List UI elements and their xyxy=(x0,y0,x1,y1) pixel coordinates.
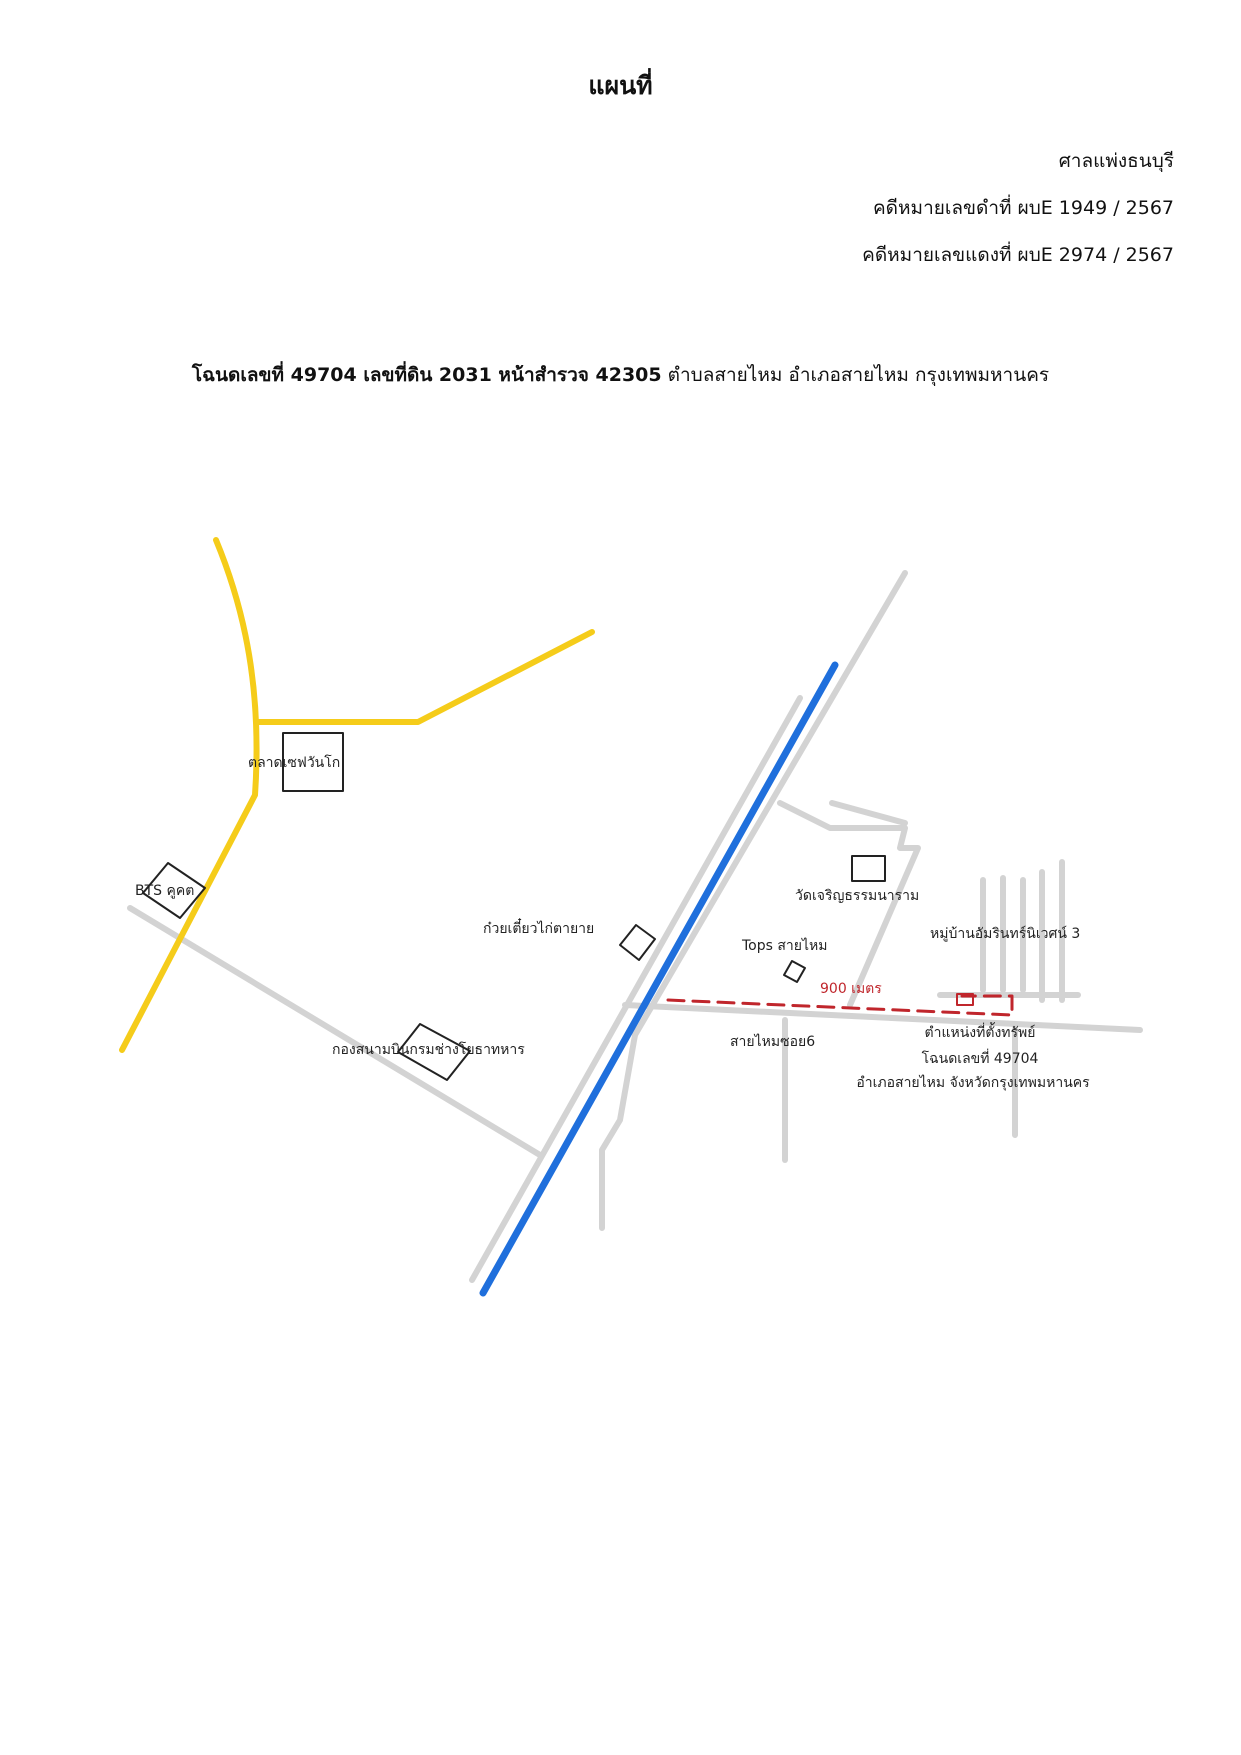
tops-label: Tops สายไหม xyxy=(741,937,827,954)
road-branch-south xyxy=(599,1032,638,1231)
road-west-diagonal xyxy=(127,905,543,1158)
temple-marker xyxy=(851,855,886,882)
road-soi6 xyxy=(622,1002,1143,1033)
deed-description: โฉนดเลขที่ 49704 เลขที่ดิน 2031 หน้าสำรว… xyxy=(0,360,1241,390)
page-title: แผนที่ xyxy=(588,71,653,100)
road-temple-branch xyxy=(829,800,908,826)
village-label: หมู่บ้านอัมรินทร์นิเวศน์ 3 xyxy=(930,925,1080,942)
airforce-label: กองสนามบินกรมช่างโยธาทหาร xyxy=(332,1041,525,1058)
noodle-shop-marker xyxy=(619,924,656,961)
property-deed-label: โฉนดเลขที่ 49704 xyxy=(922,1049,1039,1067)
bts-line xyxy=(479,661,839,1297)
noodle-shop-label: ก๋วยเตี๋ยวไก่ตายาย xyxy=(483,918,594,937)
property-marker xyxy=(956,993,974,1006)
red-case-number: คดีหมายเลขแดงที่ ผบE 2974 / 2567 xyxy=(862,244,1174,266)
bts-station-marker xyxy=(142,862,206,919)
soi6-label: สายไหมซอย6 xyxy=(730,1033,815,1050)
court-info: ศาลแพ่งธนบุรี คดีหมายเลขดำที่ ผบE 1949 /… xyxy=(862,138,1174,279)
distance-label: 900 เมตร xyxy=(820,981,882,997)
distance-route xyxy=(666,994,1014,1017)
deed-location-part: ตำบลสายไหม อำเภอสายไหม กรุงเทพมหานคร xyxy=(661,364,1050,386)
tops-marker xyxy=(783,960,806,983)
deed-bold-part: โฉนดเลขที่ 49704 เลขที่ดิน 2031 หน้าสำรว… xyxy=(191,364,662,386)
temple-label: วัดเจริญธรรมนาราม xyxy=(795,888,919,904)
black-case-number: คดีหมายเลขดำที่ ผบE 1949 / 2567 xyxy=(872,197,1174,219)
road-main-gray-2 xyxy=(632,570,908,1038)
market-label: ตลาดเซฟวันโก xyxy=(248,754,340,771)
expressway-north-curve xyxy=(119,537,260,1053)
airforce-marker xyxy=(397,1023,471,1081)
road-main-gray-1 xyxy=(469,695,803,1283)
expressway xyxy=(119,537,595,1053)
property-district-label: อำเภอสายไหม จังหวัดกรุงเทพมหานคร xyxy=(856,1074,1090,1091)
road-temple-loop xyxy=(777,800,921,1008)
market-marker xyxy=(282,732,344,792)
local-roads xyxy=(127,570,1143,1283)
landmarks xyxy=(142,732,886,1081)
property-title-label: ตำแหน่งที่ตั้งทรัพย์ xyxy=(925,1022,1036,1041)
route-to-property xyxy=(666,993,1014,1017)
court-name: ศาลแพ่งธนบุรี xyxy=(1058,150,1174,172)
bts-station-label: BTS คูคต xyxy=(135,883,194,899)
expressway-east-branch xyxy=(255,629,595,725)
